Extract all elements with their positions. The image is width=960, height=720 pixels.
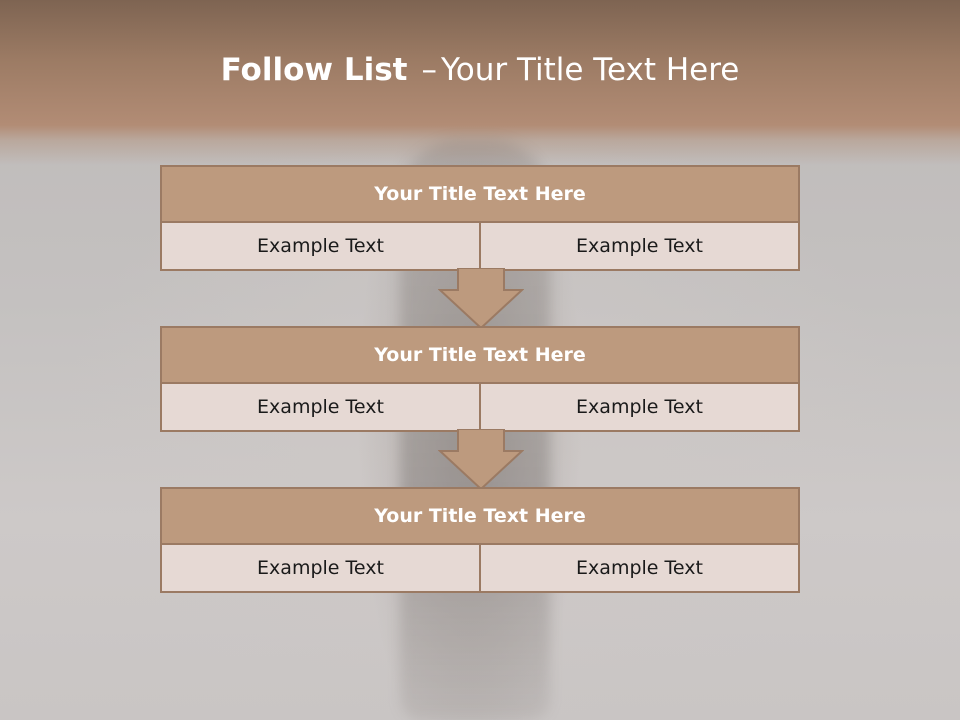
- step-title-2: Your Title Text Here: [162, 328, 798, 384]
- down-arrow-icon: [438, 429, 524, 491]
- step-box-1: Your Title Text Here Example Text Exampl…: [160, 165, 800, 271]
- step-3-right-text: Example Text: [576, 557, 703, 579]
- step-1-right-text: Example Text: [576, 235, 703, 257]
- step-row-2: Example Text Example Text: [162, 384, 798, 430]
- slide-title: Follow List–Your Title Text Here: [0, 52, 960, 88]
- step-1-left-text: Example Text: [162, 223, 481, 269]
- title-rest: Your Title Text Here: [440, 52, 740, 88]
- header-band: [0, 0, 960, 165]
- step-2-right-text: Example Text: [576, 396, 703, 418]
- step-row-3: Example Text Example Text: [162, 545, 798, 591]
- title-bold: Follow List: [220, 52, 408, 88]
- step-title-1: Your Title Text Here: [162, 167, 798, 223]
- step-3-left-text: Example Text: [162, 545, 481, 591]
- step-box-2: Your Title Text Here Example Text Exampl…: [160, 326, 800, 432]
- step-title-3: Your Title Text Here: [162, 489, 798, 545]
- step-row-1: Example Text Example Text: [162, 223, 798, 269]
- step-box-3: Your Title Text Here Example Text Exampl…: [160, 487, 800, 593]
- title-separator: –: [421, 52, 437, 88]
- down-arrow-icon: [438, 268, 524, 330]
- step-2-left-text: Example Text: [162, 384, 481, 430]
